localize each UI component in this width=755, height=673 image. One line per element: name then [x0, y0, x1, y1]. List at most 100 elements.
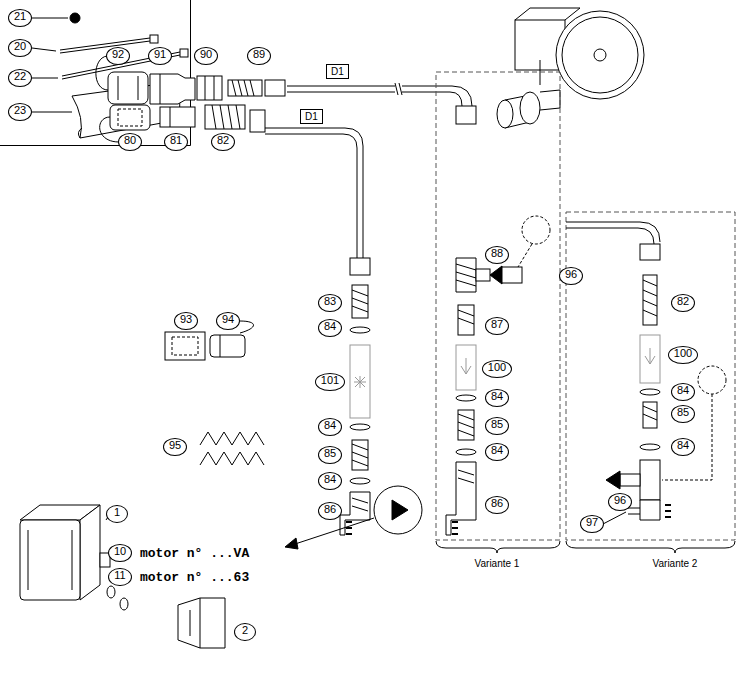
- callout-number: 94: [216, 312, 240, 330]
- dimension-text: D1: [331, 66, 344, 77]
- variant-brackets: [436, 541, 735, 553]
- variant-2-parts: [606, 471, 620, 489]
- motor-illustration: [190, 598, 200, 648]
- callout-number: 85: [671, 405, 695, 423]
- variant-label: Variante 2: [652, 558, 699, 569]
- top-line-parts: [160, 74, 161, 104]
- nozzle-parts: [210, 335, 245, 357]
- variant-2-parts: [643, 402, 657, 428]
- top-line-parts: [265, 80, 285, 96]
- left-column-parts: [346, 522, 352, 534]
- variant-1-frame: [436, 72, 560, 540]
- variant-1-parts: [502, 267, 522, 283]
- callout-number: 86: [485, 496, 509, 514]
- callout-number: 96: [559, 267, 583, 285]
- cable-tie-long: [32, 78, 58, 79]
- second-line-parts: [205, 105, 245, 129]
- second-line-parts: [110, 105, 150, 130]
- callout-number: 80: [118, 133, 142, 151]
- variant-1-parts: [458, 310, 474, 324]
- variant-1-parts: [461, 358, 471, 374]
- grommet: [32, 13, 80, 23]
- variant-2-parts: [566, 222, 660, 244]
- second-line-parts: [212, 105, 240, 129]
- variant-2-parts: [698, 366, 726, 394]
- variant-1-parts: [446, 216, 550, 535]
- variant-2-parts: [662, 394, 712, 480]
- callout-number: 84: [318, 418, 342, 436]
- dimension-box: D1: [326, 64, 349, 79]
- top-line-parts: [96, 56, 108, 90]
- callout-number: 88: [485, 246, 509, 264]
- variant-2-parts: [640, 444, 660, 450]
- callout-number: 84: [485, 443, 509, 461]
- gasket-strips: [200, 432, 264, 465]
- dimension-text: D1: [305, 111, 318, 122]
- variant-2-parts: [643, 280, 657, 316]
- left-column-parts: [350, 327, 370, 333]
- variant-1-parts: [456, 264, 476, 286]
- grommet: [70, 13, 80, 23]
- left-column-parts: [352, 285, 368, 318]
- second-line-parts: [250, 110, 265, 132]
- variant-2-frame: [566, 212, 735, 540]
- left-column-parts: [350, 258, 370, 275]
- variant-1-frame: [436, 72, 560, 540]
- variant-1-parts: [452, 522, 458, 534]
- motor-illustration: [120, 598, 128, 610]
- burner-illustration: [497, 8, 644, 128]
- motor-illustration: [80, 505, 100, 600]
- callout-number: 82: [211, 133, 235, 151]
- second-line-parts: [100, 105, 363, 258]
- cable-tie: [150, 35, 158, 43]
- nozzle-parts: [165, 332, 205, 360]
- top-line-parts: [205, 76, 214, 100]
- callout-number: 84: [318, 472, 342, 490]
- variant-2-parts: [645, 348, 655, 364]
- variant-2-parts: [620, 474, 640, 486]
- callout-number: 2: [234, 623, 256, 641]
- motor-illustration: [178, 598, 225, 648]
- left-column-parts: [350, 424, 370, 430]
- top-line-parts: [402, 86, 472, 106]
- top-line-parts: [456, 106, 476, 124]
- left-column-parts: [352, 440, 368, 470]
- burner-illustration: [556, 11, 644, 99]
- nozzle-parts: [220, 335, 221, 357]
- callout-number: 86: [318, 502, 342, 520]
- burner-illustration: [515, 8, 580, 20]
- pump-symbol: [285, 486, 422, 549]
- second-line-parts: [170, 107, 171, 127]
- second-line-parts: [265, 128, 363, 258]
- pump-symbol: [292, 518, 374, 545]
- callout-number: 91: [148, 47, 172, 65]
- callout-number: 21: [8, 9, 32, 27]
- left-column-parts: [354, 376, 366, 388]
- variant-2-parts: [640, 335, 660, 383]
- variant-1-parts: [518, 244, 532, 267]
- variant-1-parts: [456, 449, 476, 455]
- cable-tie: [32, 48, 56, 51]
- callout-number: 100: [668, 346, 698, 364]
- nozzle-parts: [240, 321, 254, 333]
- callout-number: 22: [8, 69, 32, 87]
- callout-number: 90: [194, 47, 218, 65]
- callout-number: 97: [580, 515, 604, 533]
- callout-number: 83: [318, 294, 342, 312]
- variant-1-parts: [458, 305, 474, 335]
- variant-1-parts: [476, 269, 490, 281]
- burner-illustration: [594, 49, 606, 61]
- variant-1-parts: [458, 470, 474, 483]
- cable-tie: [32, 35, 158, 53]
- variant-1-parts: [456, 345, 476, 390]
- variant-2-parts: [643, 275, 657, 325]
- left-column-parts: [350, 345, 370, 418]
- burner-illustration: [540, 90, 560, 110]
- variant-1-parts: [446, 462, 476, 535]
- top-line-parts: [228, 80, 262, 96]
- callout-number: 89: [247, 47, 271, 65]
- variant-2-parts: [566, 222, 726, 524]
- variant-brackets: [436, 541, 560, 553]
